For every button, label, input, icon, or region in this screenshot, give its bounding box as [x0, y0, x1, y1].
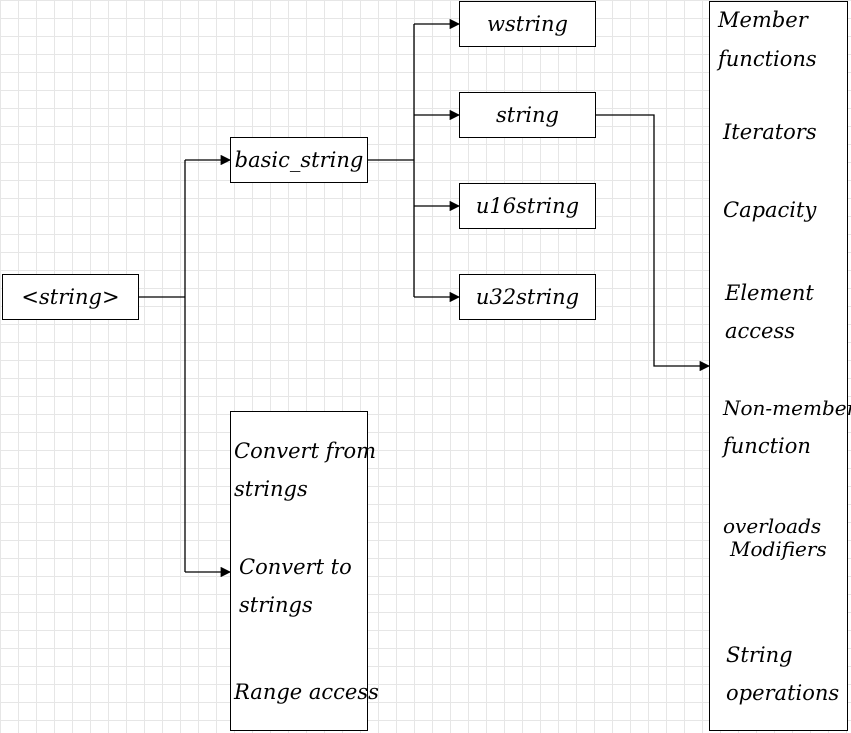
element-access-line1: Element	[725, 281, 814, 305]
string-members-panel	[709, 1, 848, 731]
u16string-node: u16string	[459, 183, 596, 229]
capacity-label: Capacity	[723, 198, 817, 222]
non-member-line2: function	[723, 434, 811, 458]
wstring-node: wstring	[459, 1, 596, 47]
member-functions-line1: Member	[718, 8, 808, 32]
overloads-label: overloads	[723, 514, 822, 538]
element-access-line2: access	[725, 319, 796, 343]
basic-string-node: basic_string	[230, 137, 368, 183]
non-member-line1: Non-member	[723, 396, 851, 420]
string-operations-line1: String	[726, 643, 793, 667]
convert-to-line2: strings	[239, 593, 313, 617]
range-access-label: Range access	[234, 680, 379, 704]
convert-to-line1: Convert to	[239, 555, 352, 579]
u32string-node: u32string	[459, 274, 596, 320]
convert-from-line2: strings	[234, 477, 308, 501]
iterators-label: Iterators	[723, 120, 817, 144]
modifiers-label: Modifiers	[730, 537, 827, 561]
string-node: string	[459, 92, 596, 138]
conversions-panel	[230, 411, 368, 731]
member-functions-line2: functions	[718, 47, 817, 71]
root-node: <string>	[2, 274, 139, 320]
convert-from-line1: Convert from	[234, 439, 377, 463]
arrow-string-to-members	[596, 114, 711, 372]
string-operations-line2: operations	[726, 681, 840, 705]
